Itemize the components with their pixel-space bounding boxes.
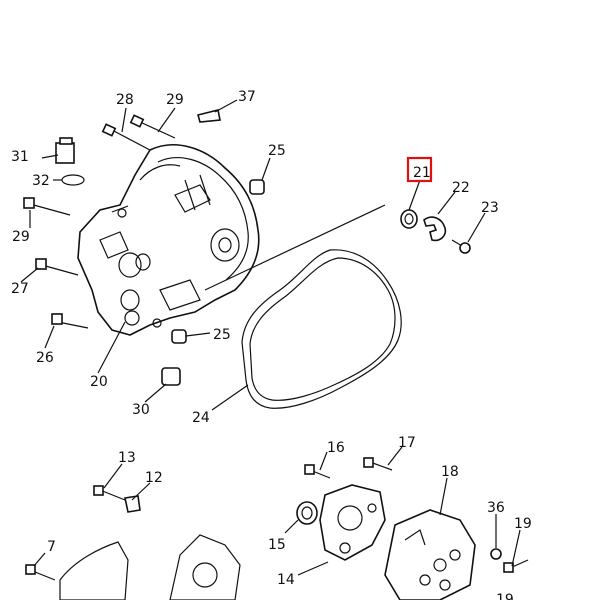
water-pump-housing	[319, 484, 386, 561]
callout-31: 31	[11, 149, 29, 165]
o-ring-32	[61, 174, 85, 186]
washer-36	[490, 548, 502, 560]
callout-37: 37	[238, 89, 256, 105]
callout-21: 21	[413, 165, 431, 181]
callout-13: 13	[118, 450, 136, 466]
callout-17: 17	[398, 435, 416, 451]
bolt-7	[25, 564, 56, 581]
callout-27: 27	[11, 281, 29, 297]
callout-28: 28	[116, 92, 134, 108]
callout-15: 15	[268, 537, 286, 553]
bolt-16	[304, 464, 331, 479]
callout-12: 12	[145, 470, 163, 486]
callout-26: 26	[36, 350, 54, 366]
callout-29: 29	[166, 92, 184, 108]
callout-19: 19	[514, 516, 532, 532]
bolt-27	[35, 258, 79, 276]
cover-18	[384, 509, 476, 600]
callout-22: 22	[452, 180, 470, 196]
lower-left-cover	[59, 541, 129, 600]
leader-lines	[20, 99, 521, 576]
callout-19: 19	[496, 592, 514, 600]
bolt-19	[503, 559, 529, 573]
bolt-29-left	[23, 197, 71, 216]
oil-seal-21	[400, 209, 418, 229]
bolt-28	[101, 123, 151, 151]
bracket-22	[423, 216, 447, 242]
callout-7: 7	[47, 539, 56, 555]
callout-32: 32	[32, 173, 50, 189]
clip-12	[124, 495, 141, 513]
callout-14: 14	[277, 572, 295, 588]
cap-30	[161, 367, 181, 386]
callout-24: 24	[192, 410, 210, 426]
dowel-25-bottom	[171, 329, 187, 344]
seal-15	[296, 501, 318, 525]
highlight-box-21	[406, 156, 433, 183]
dowel-25-top	[249, 179, 265, 195]
bolt-26	[51, 313, 89, 329]
callout-25: 25	[268, 143, 286, 159]
callout-23: 23	[481, 200, 499, 216]
bolt-13	[93, 485, 126, 501]
lower-mid-cover	[169, 534, 241, 600]
oil-filler-cap-31	[55, 137, 75, 164]
bolt-29-top	[129, 114, 176, 139]
crankcase-cover	[77, 144, 260, 336]
bolt-23	[451, 239, 471, 254]
callout-36: 36	[487, 500, 505, 516]
callout-20: 20	[90, 374, 108, 390]
callout-18: 18	[441, 464, 459, 480]
bolt-17	[363, 457, 393, 471]
callout-29: 29	[12, 229, 30, 245]
callout-30: 30	[132, 402, 150, 418]
plate-37	[197, 109, 221, 123]
lower-mid-boss	[192, 562, 218, 588]
callout-16: 16	[327, 440, 345, 456]
callout-25: 25	[213, 327, 231, 343]
callout-labels: 28 29 37 31 32 25 29 21 22 23 27 25 26 2…	[11, 89, 532, 600]
cover-gasket	[241, 249, 402, 409]
